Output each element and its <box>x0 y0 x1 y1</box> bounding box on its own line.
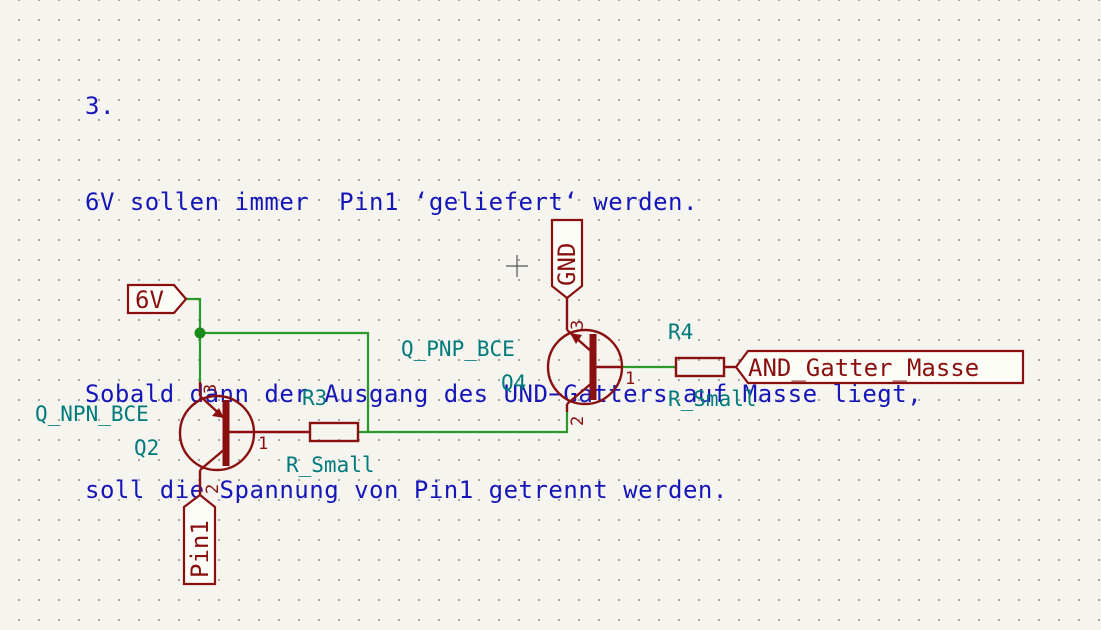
wire-junction-right <box>200 331 370 432</box>
q4-type-label: Q_PNP_BCE <box>401 337 515 361</box>
r3-value-label: R_Small <box>286 453 375 477</box>
r4-value-label: R_Small <box>668 387 757 411</box>
r4-ref-label: R4 <box>668 320 693 344</box>
q4-pin-3: 3 <box>568 320 588 330</box>
port-gnd-label: GND <box>553 243 581 286</box>
transistor-q4-pnp[interactable]: 3 1 2 <box>546 298 635 426</box>
port-6v-label: 6V <box>135 286 164 314</box>
port-gnd[interactable]: GND <box>550 218 584 300</box>
resistor-r3[interactable] <box>308 421 360 443</box>
wires <box>186 297 676 434</box>
q4-pin-2: 2 <box>568 416 588 426</box>
wire-6v-down <box>186 297 202 333</box>
port-and-gatter-masse-label: AND_Gatter_Masse <box>748 354 979 382</box>
resistor-r4[interactable] <box>674 356 736 378</box>
note-line-5: soll die Spannung von Pin1 getrennt werd… <box>85 476 728 504</box>
port-and-gatter-masse[interactable]: AND_Gatter_Masse <box>734 349 1025 385</box>
q2-type-label: Q_NPN_BCE <box>35 402 149 426</box>
wire-r3-to-q4 <box>358 412 569 434</box>
text-note: 3. 6V sollen immer Pin1 ‘geliefert‘ werd… <box>85 26 922 538</box>
q4-pin-1: 1 <box>625 369 635 389</box>
r3-ref-label: R3 <box>302 386 327 410</box>
q2-ref-label: Q2 <box>134 436 159 460</box>
port-6v[interactable]: 6V <box>126 283 188 315</box>
note-line-2: 6V sollen immer Pin1 ‘geliefert‘ werden. <box>85 188 698 216</box>
cursor-crosshair-icon <box>506 255 528 277</box>
note-line-1: 3. <box>85 92 115 120</box>
transistor-q2-npn[interactable]: 3 1 2 <box>178 382 310 495</box>
q2-arrow-icon <box>212 408 224 418</box>
q2-pin-1: 1 <box>258 434 268 454</box>
port-pin1-label: Pin1 <box>186 520 214 578</box>
q2-pin-3: 3 <box>201 384 221 394</box>
q2-pin-2: 2 <box>203 484 223 494</box>
q4-arrow-icon <box>570 333 582 344</box>
q4-ref-label: Q4 <box>501 371 526 395</box>
junction-dot <box>194 327 206 339</box>
port-pin1[interactable]: Pin1 <box>182 493 217 586</box>
